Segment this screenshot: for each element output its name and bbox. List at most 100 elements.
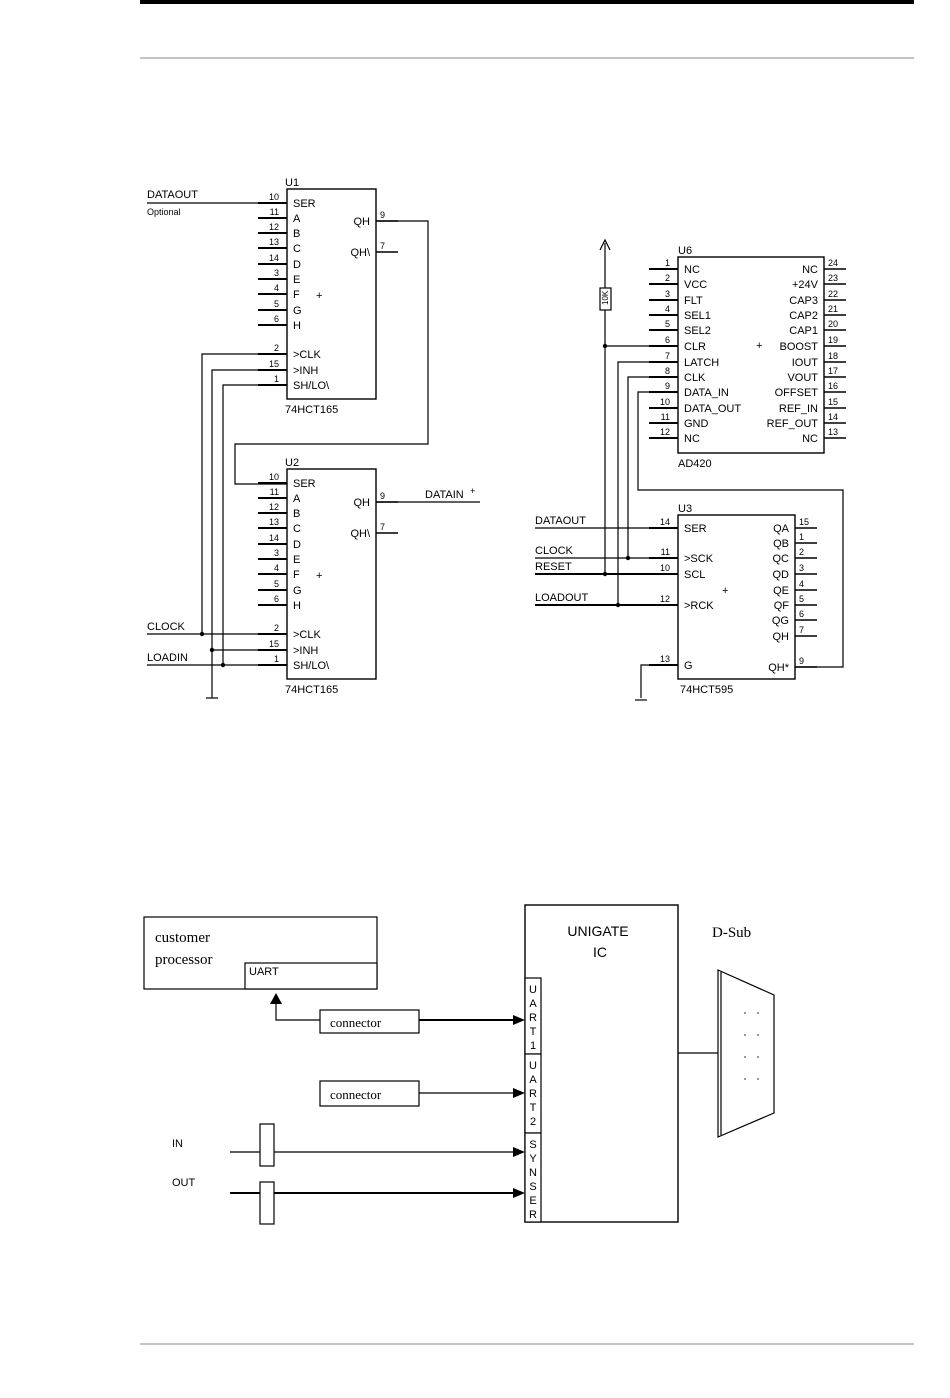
pin-number: 3 [274,268,279,278]
pin-name: >INH [293,645,318,657]
pin-number: 15 [799,517,809,527]
u1-part: 74HCT165 [285,404,338,416]
pin-number: 9 [380,210,385,220]
pin-number: 24 [828,258,838,268]
pin-name: QH\ [350,247,371,259]
processor-label: processor [155,952,212,968]
pin-number: 15 [828,397,838,407]
pin-name: CLK [684,372,706,384]
pin-name: QE [773,585,789,597]
pin-name: QF [774,600,790,612]
pin-number: 1 [274,374,279,384]
port-letter: T [530,1102,537,1114]
u6-ref: U6 [678,245,692,257]
pin-number: 18 [828,351,838,361]
pin-name: G [684,660,693,672]
pullup-resistor-value: 10K [601,290,610,305]
port-letter: S [529,1181,536,1193]
u2-part: 74HCT165 [285,684,338,696]
u6-plus: + [756,340,762,352]
pin-name: H [293,600,301,612]
in-label: IN [172,1138,183,1150]
port-letter: R [529,1088,537,1100]
pin-name: NC [802,433,818,445]
connector-1-label: connector [330,1015,382,1030]
pin-name: NC [684,433,700,445]
pin-name: REF_IN [779,403,818,415]
u1-u2-wiring [147,220,429,699]
pin-number: 1 [274,654,279,664]
port-letter: U [529,984,537,996]
pin-number: 3 [274,548,279,558]
pin-number: 1 [799,532,804,542]
pin-name: SCL [684,569,705,581]
pin-name: G [293,585,302,597]
pin-number: 6 [665,335,670,345]
loadin-net-label: LOADIN [147,652,188,664]
u1-dataout-label: DATAOUT [147,189,198,201]
port-letter: A [529,1074,537,1086]
customer-processor-block: customer processor UART [143,916,378,990]
pin-number: 12 [660,427,670,437]
pin-number: 2 [665,273,670,283]
clock-net-label: CLOCK [147,621,186,633]
pin-name: SER [684,523,707,535]
port-letter: N [529,1167,537,1179]
u1-optional-label: Optional [147,207,181,217]
pin-number: 23 [828,273,838,283]
pin-name: G [293,305,302,317]
dsub-label: D-Sub [712,925,751,941]
pin-number: 13 [269,517,279,527]
pin-number: 10 [660,563,670,573]
block-diagram: customer processor UART connector connec… [143,904,775,1225]
port-letter: 2 [530,1116,536,1128]
pin-name: OFFSET [775,387,819,399]
pin-name: >INH [293,365,318,377]
pin-number: 20 [828,319,838,329]
pin-name: QB [773,538,789,550]
sync-serial-lines: IN OUT [172,1123,525,1225]
pin-number: 2 [274,623,279,633]
pin-number: 6 [274,594,279,604]
pin-number: 3 [799,563,804,573]
port-letter: E [529,1195,536,1207]
pin-name: NC [802,264,818,276]
u3-dataout-net: DATAOUT [535,515,586,527]
pin-name: BOOST [779,341,818,353]
pin-name: >SCK [684,553,714,565]
pin-name: QH\ [350,528,371,540]
connector-2: connector [319,1080,525,1107]
pin-number: 13 [828,427,838,437]
pin-number: 5 [274,299,279,309]
u2-datain-plus: + [470,486,475,496]
pin-number: 19 [828,335,838,345]
pin-number: 10 [660,397,670,407]
ic-label: IC [593,944,607,960]
pin-number: 14 [828,412,838,422]
pin-name: VCC [684,279,707,291]
u2-datain-label: DATAIN [425,489,464,501]
pin-name: CLR [684,341,706,353]
pin-name: E [293,274,300,286]
ic-u2: U2 74HCT165 + 10SER11A12B13C14D3E4F5G6H2… [147,457,480,696]
pin-name: >CLK [293,349,321,361]
port-letter: R [529,1209,537,1221]
u6-left-pins: 1NC2VCC3FLT4SEL15SEL26CLR7LATCH8CLK9DATA… [649,258,741,445]
port-letter: 1 [530,1040,536,1052]
port-letter: Y [529,1153,537,1165]
uart-label: UART [249,966,279,978]
pin-name: QD [773,569,790,581]
pin-name: SER [293,198,316,210]
pin-name: DATA_IN [684,387,729,399]
pin-number: 16 [828,381,838,391]
ic-u6: U6 AD420 + 1NC2VCC3FLT4SEL15SEL26CLR7LAT… [599,238,846,668]
pin-name: SH/LO\ [293,660,330,672]
u3-part: 74HCT595 [680,684,733,696]
pin-name: A [293,213,301,225]
pin-name: CAP3 [789,295,818,307]
